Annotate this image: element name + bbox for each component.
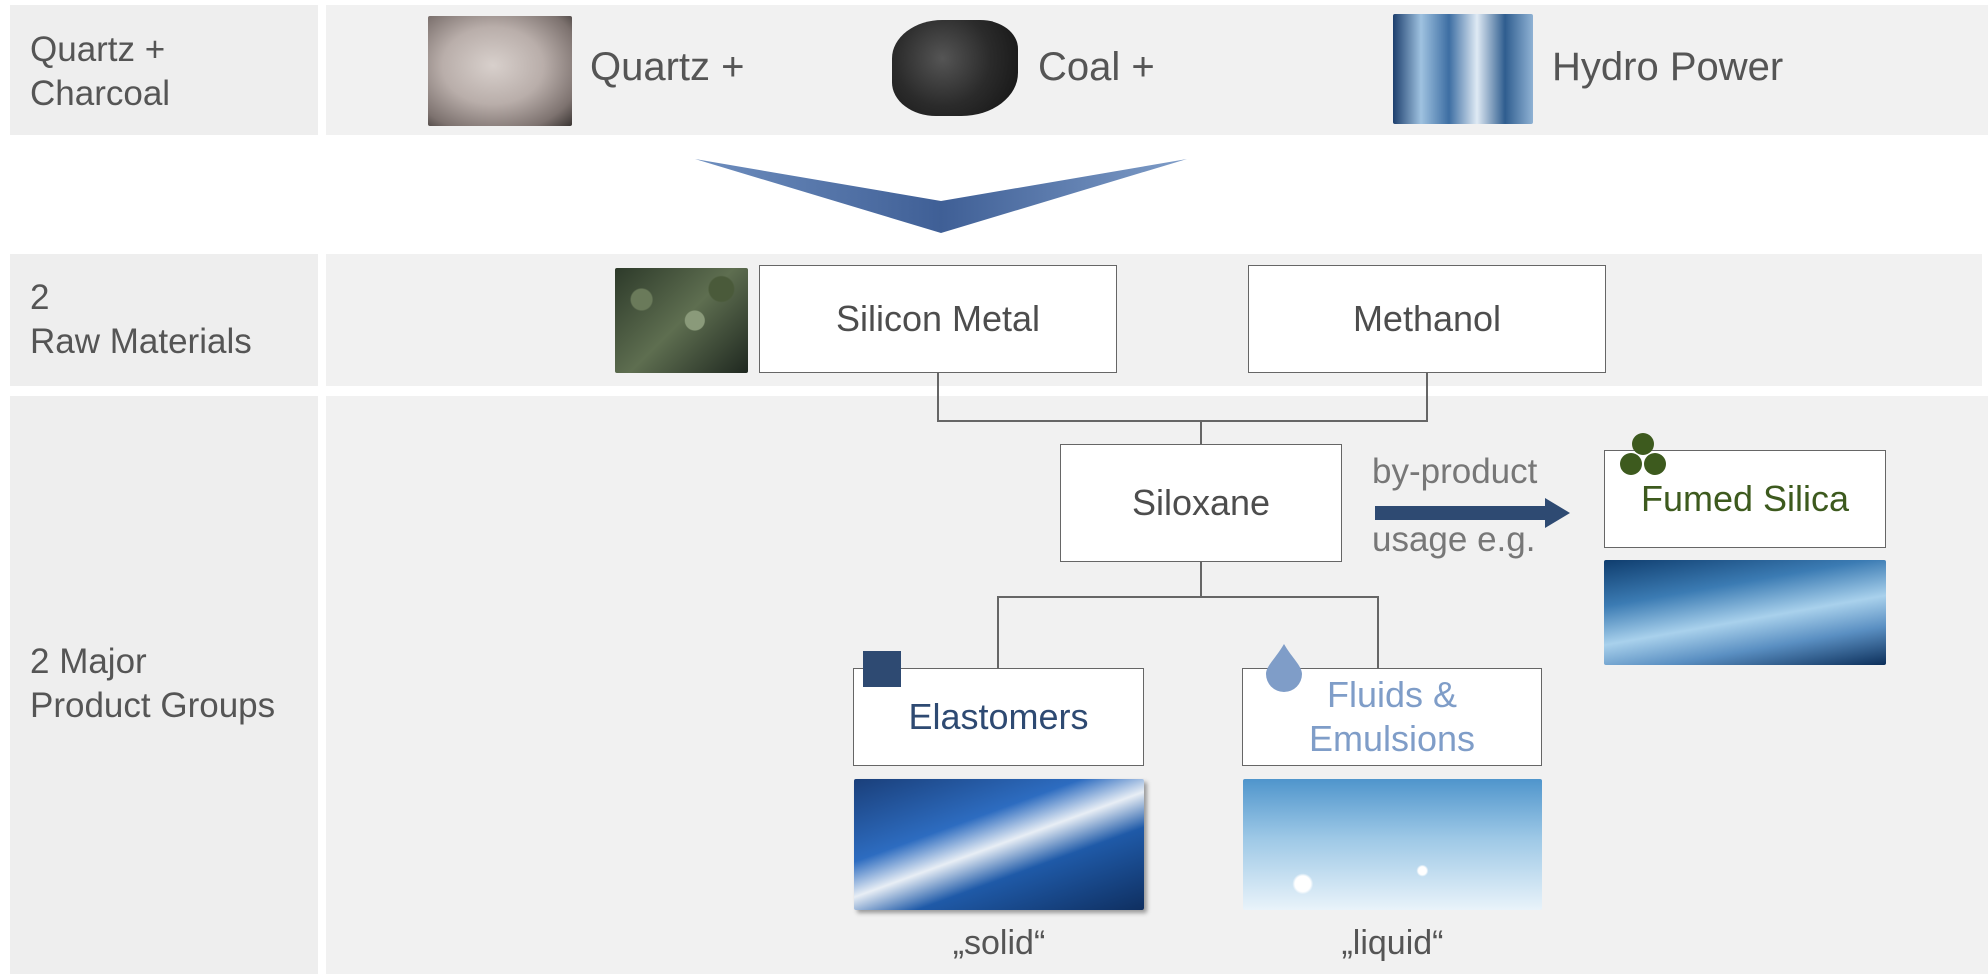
connector: [1377, 596, 1379, 669]
chevron-down-icon: [695, 159, 1187, 233]
liquid-caption: „liquid“: [1341, 924, 1444, 962]
hydro-power-label: Hydro Power: [1552, 45, 1784, 89]
connector: [997, 596, 1379, 598]
coal-image: [892, 20, 1018, 116]
methanol-box: Methanol: [1248, 265, 1606, 373]
row-label-cell-3: [10, 396, 318, 974]
square-icon: [863, 651, 901, 687]
fumed-silica-box: Fumed Silica: [1604, 450, 1886, 548]
row-band-1: [326, 5, 1988, 135]
row-label-quartz-charcoal: Quartz + Charcoal: [30, 30, 171, 113]
connector: [1426, 373, 1428, 422]
usage-label: usage e.g.: [1372, 520, 1536, 559]
elastomers-box: Elastomers: [853, 668, 1144, 766]
coal-label: Coal +: [1038, 45, 1155, 89]
triple-circle-icon: [1620, 433, 1666, 475]
hydro-power-image: [1393, 14, 1533, 124]
row-band-2: [326, 254, 1982, 386]
solid-caption: „solid“: [952, 924, 1046, 962]
row-label-cell-2: [10, 254, 318, 386]
silicon-metal-image: [615, 268, 748, 373]
connector: [937, 420, 1428, 422]
connector: [997, 596, 999, 669]
droplet-icon: [1266, 644, 1302, 692]
row-label-product-groups: 2 Major Product Groups: [30, 642, 276, 725]
quartz-image: [428, 16, 572, 126]
byproduct-label: by-product: [1372, 452, 1538, 491]
fumed-silica-image: [1604, 560, 1886, 665]
fluids-image: [1243, 779, 1542, 910]
quartz-label: Quartz +: [590, 45, 745, 89]
row-label-raw-materials: 2 Raw Materials: [30, 278, 252, 361]
connector: [937, 373, 939, 422]
connector: [1200, 562, 1202, 597]
siloxane-box: Siloxane: [1060, 444, 1342, 562]
connector: [1200, 420, 1202, 445]
silicon-metal-box: Silicon Metal: [759, 265, 1117, 373]
row-label-cell-1: [10, 5, 318, 135]
elastomers-image: [854, 779, 1144, 910]
arrow-right-icon: [1375, 498, 1570, 528]
